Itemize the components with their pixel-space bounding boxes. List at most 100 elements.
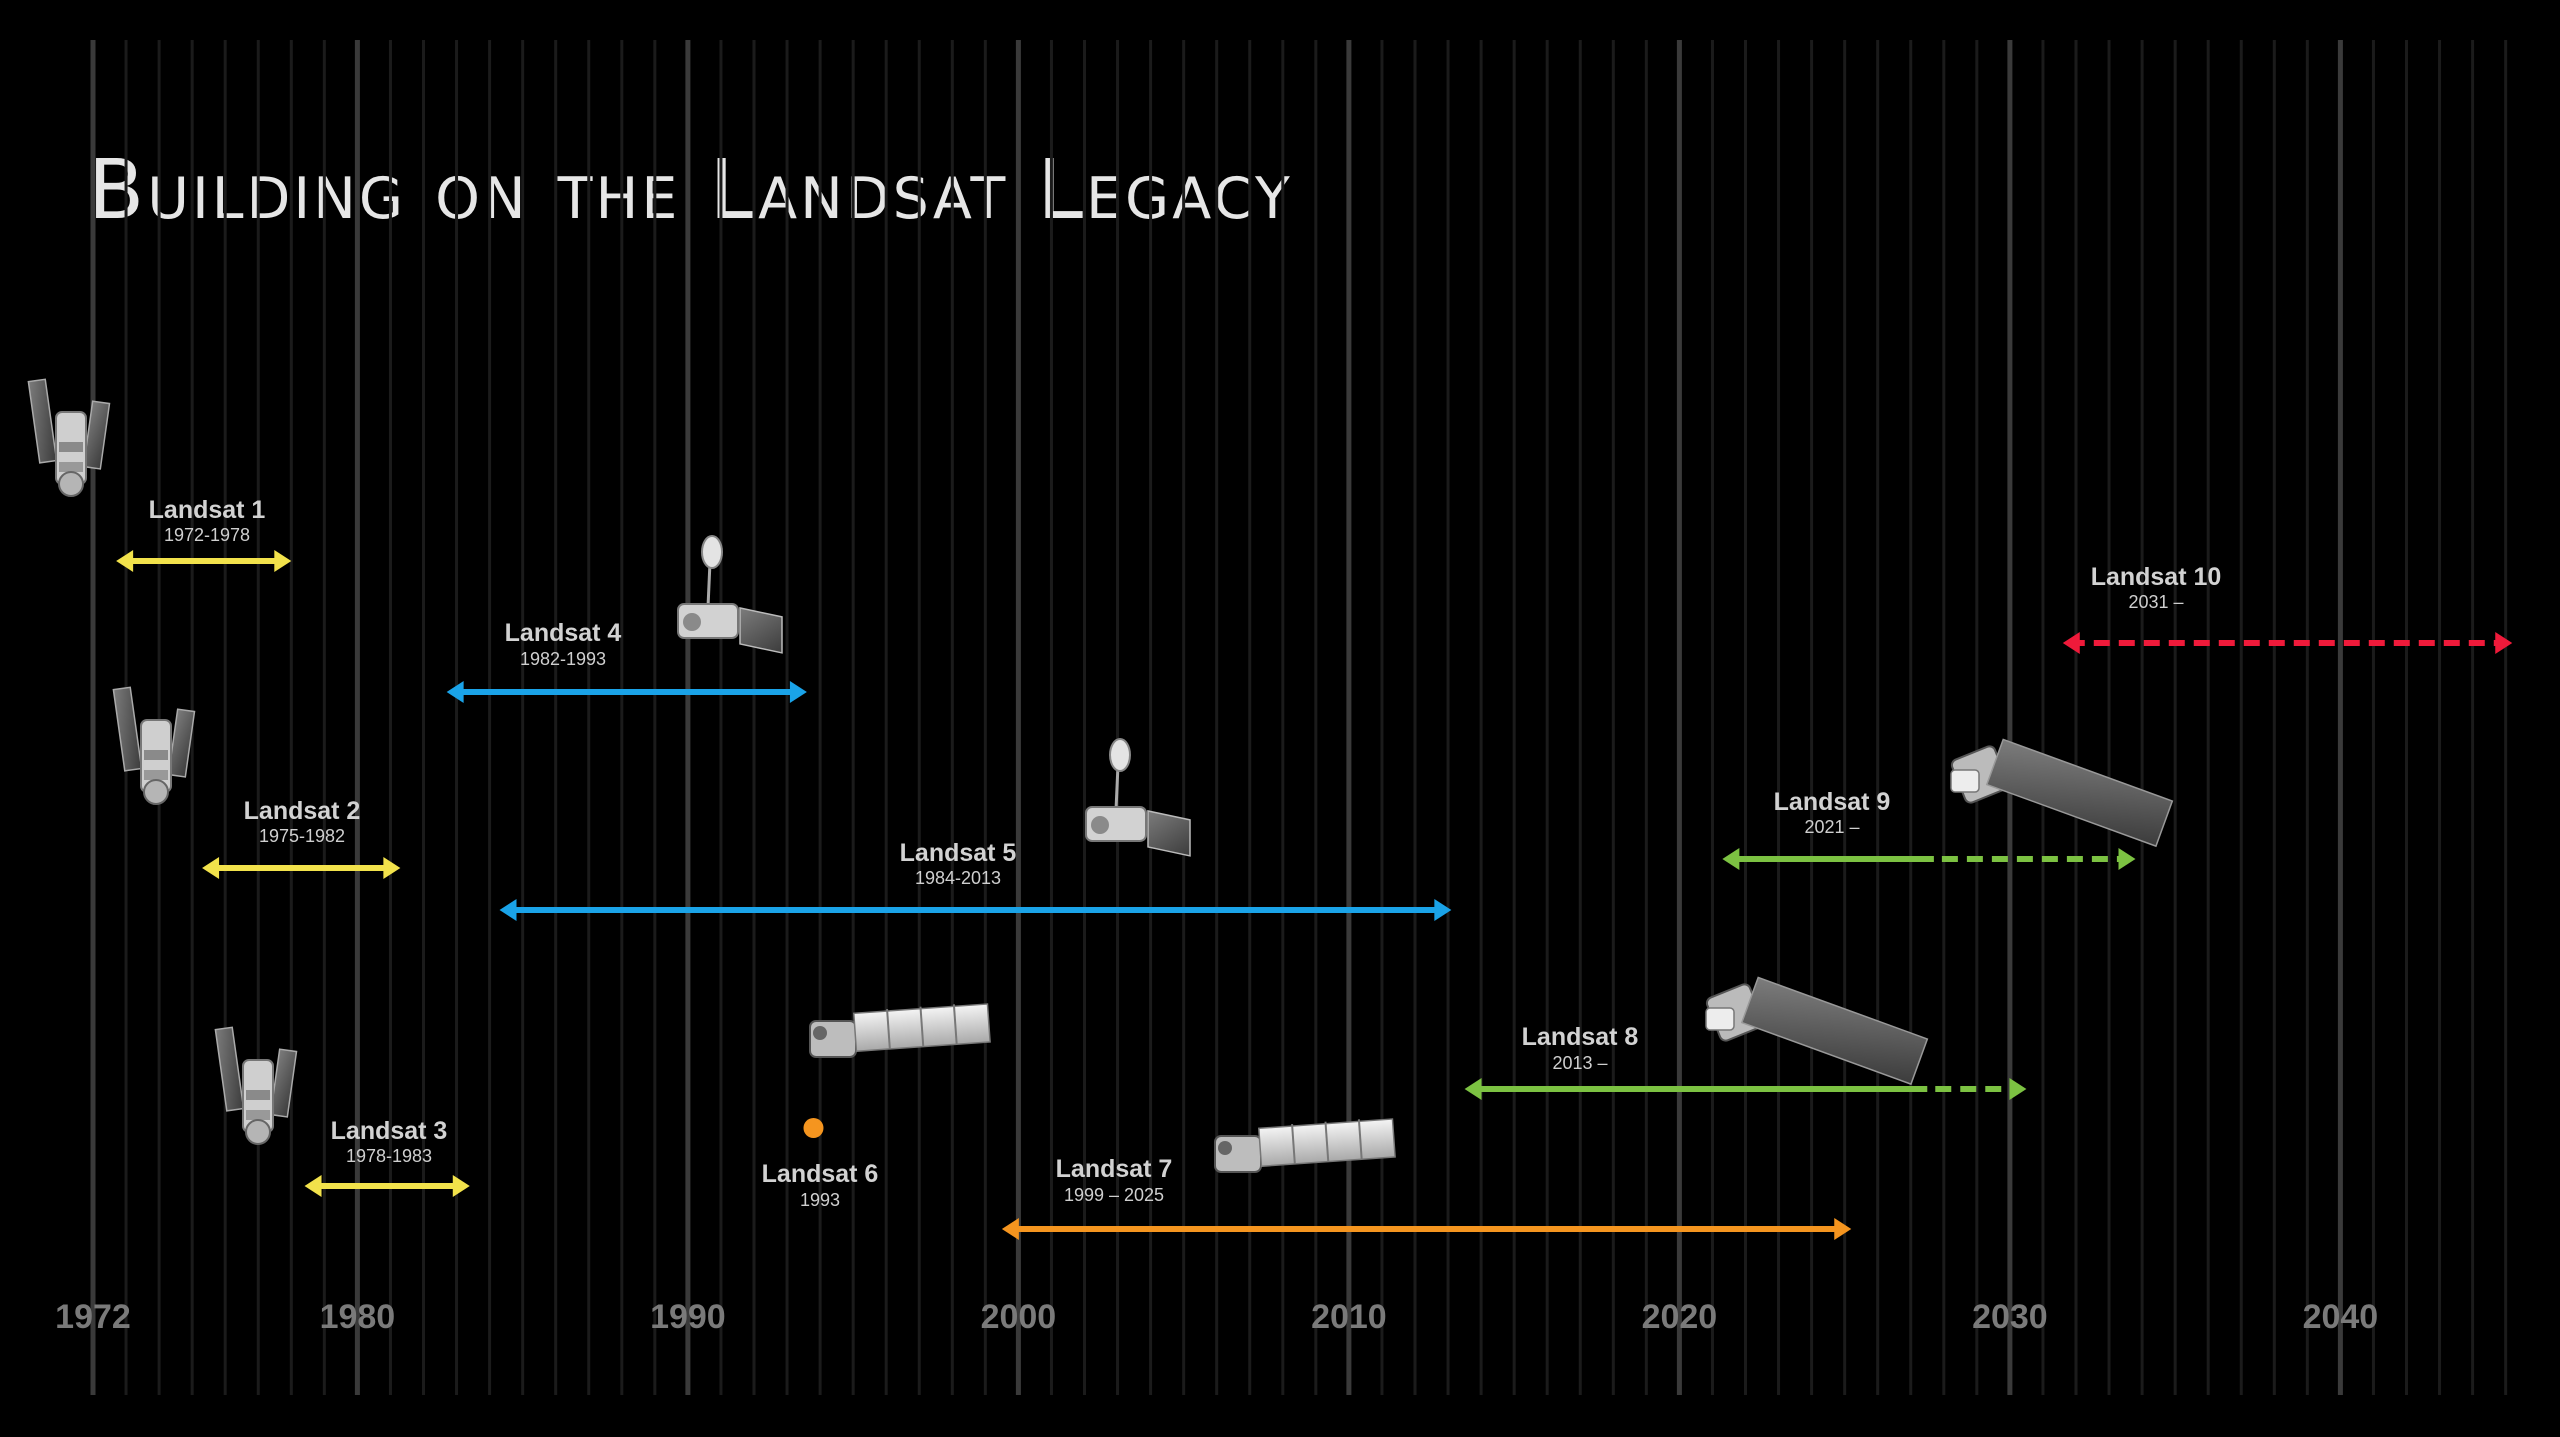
- solar-panel-right: [167, 708, 196, 778]
- landsat-2-years-label: 1975-1982: [259, 826, 345, 846]
- landsat-3-satellite-icon: [214, 1026, 298, 1145]
- landsat-10-years-label: 2031 –: [2128, 592, 2183, 612]
- body-band: [59, 462, 83, 472]
- body-band: [59, 442, 83, 452]
- arrowhead-left: [304, 1175, 322, 1197]
- landsat-7-years-label: 1999 – 2025: [1064, 1185, 1164, 1205]
- arrowhead-left: [499, 899, 517, 921]
- antenna-dish: [701, 535, 723, 569]
- arrowhead-right: [452, 1175, 470, 1197]
- solar-array: [1740, 976, 1929, 1086]
- landsat-8-years-label: 2013 –: [1552, 1053, 1607, 1073]
- arrowhead-left: [2062, 632, 2080, 654]
- sensor-port: [1091, 816, 1109, 834]
- tick-label-1980: 1980: [320, 1298, 396, 1336]
- arrowhead-left: [1001, 1218, 1019, 1240]
- arrowhead-right: [1834, 1218, 1852, 1240]
- solar-panel: [1147, 810, 1191, 857]
- sensor-port: [1218, 1141, 1232, 1155]
- solar-panel-left: [112, 686, 143, 772]
- landsat-4-years-label: 1982-1993: [520, 649, 606, 669]
- landsat-8-label: Landsat 8: [1522, 1023, 1639, 1051]
- sensor-box: [1950, 769, 1980, 793]
- landsat-6-label: Landsat 6: [762, 1160, 879, 1188]
- tick-label-2000: 2000: [981, 1298, 1057, 1336]
- solar-panel-left: [27, 378, 58, 464]
- panel-divider: [1324, 1121, 1330, 1162]
- landsat-9-years-label: 2021 –: [1804, 817, 1859, 837]
- tick-label-2020: 2020: [1642, 1298, 1718, 1336]
- tick-label-1990: 1990: [650, 1298, 726, 1336]
- sensor-port: [813, 1026, 827, 1040]
- arrowhead-right: [383, 857, 401, 879]
- solar-panel-right: [82, 400, 111, 470]
- arrowhead-right: [274, 550, 292, 572]
- sensor-ring: [245, 1119, 271, 1145]
- arrowhead-right: [2495, 632, 2513, 654]
- arrowhead-right: [1434, 899, 1452, 921]
- landsat-6-years-label: 1993: [800, 1190, 840, 1210]
- sensor-ring: [143, 779, 169, 805]
- antenna-dish: [1109, 738, 1131, 772]
- landsat-9-label: Landsat 9: [1774, 788, 1891, 816]
- landsat-2-label: Landsat 2: [244, 797, 361, 825]
- arrowhead-left: [202, 857, 220, 879]
- landsat-7-satellite-icon: [1214, 1118, 1396, 1173]
- solar-array: [1985, 738, 2174, 848]
- body-band: [246, 1090, 270, 1100]
- arrowhead-left: [1722, 848, 1740, 870]
- panel-divider: [1357, 1119, 1363, 1160]
- body-band: [144, 750, 168, 760]
- landsat-1-years-label: 1972-1978: [164, 525, 250, 545]
- landsat-1-satellite-icon: [27, 378, 111, 497]
- solar-panel-right: [269, 1048, 298, 1118]
- landsat-6-point-marker: [803, 1118, 824, 1138]
- antenna-mast: [706, 561, 712, 608]
- panel-divider: [886, 1008, 891, 1049]
- arrowhead-right: [2009, 1078, 2027, 1100]
- arrowhead-left: [116, 550, 134, 572]
- tick-label-2040: 2040: [2303, 1298, 2379, 1336]
- panel-divider: [919, 1006, 925, 1047]
- solar-panel: [739, 607, 783, 654]
- sensor-ring: [58, 471, 84, 497]
- tick-label-1972: 1972: [55, 1298, 131, 1336]
- landsat-5-satellite-icon: [1085, 738, 1191, 857]
- landsat-9-satellite-icon: [1950, 738, 2174, 848]
- body-band: [144, 770, 168, 780]
- landsat-3-years-label: 1978-1983: [346, 1146, 432, 1166]
- arrowhead-right: [2118, 848, 2136, 870]
- landsat-2-satellite-icon: [112, 686, 196, 805]
- arrowhead-left: [1464, 1078, 1482, 1100]
- landsat-1-label: Landsat 1: [149, 496, 266, 524]
- sensor-box: [1705, 1007, 1735, 1031]
- panel-divider: [1291, 1123, 1296, 1164]
- tick-label-2010: 2010: [1311, 1298, 1387, 1336]
- antenna-mast: [1114, 764, 1120, 811]
- body-band: [246, 1110, 270, 1120]
- landsat-5-label: Landsat 5: [900, 839, 1017, 867]
- landsat-7-label: Landsat 7: [1056, 1155, 1173, 1183]
- landsat-3-label: Landsat 3: [331, 1117, 448, 1145]
- landsat-10-label: Landsat 10: [2091, 563, 2222, 591]
- solar-panel-left: [214, 1026, 245, 1112]
- panel-divider: [952, 1004, 958, 1045]
- sensor-port: [683, 613, 701, 631]
- arrowhead-left: [446, 681, 464, 703]
- landsat-5-years-label: 1984-2013: [915, 868, 1001, 888]
- landsat-4-satellite-icon: [677, 535, 783, 654]
- landsat-8-satellite-icon: [1705, 976, 1929, 1086]
- landsat-6-satellite-icon: [809, 1003, 991, 1058]
